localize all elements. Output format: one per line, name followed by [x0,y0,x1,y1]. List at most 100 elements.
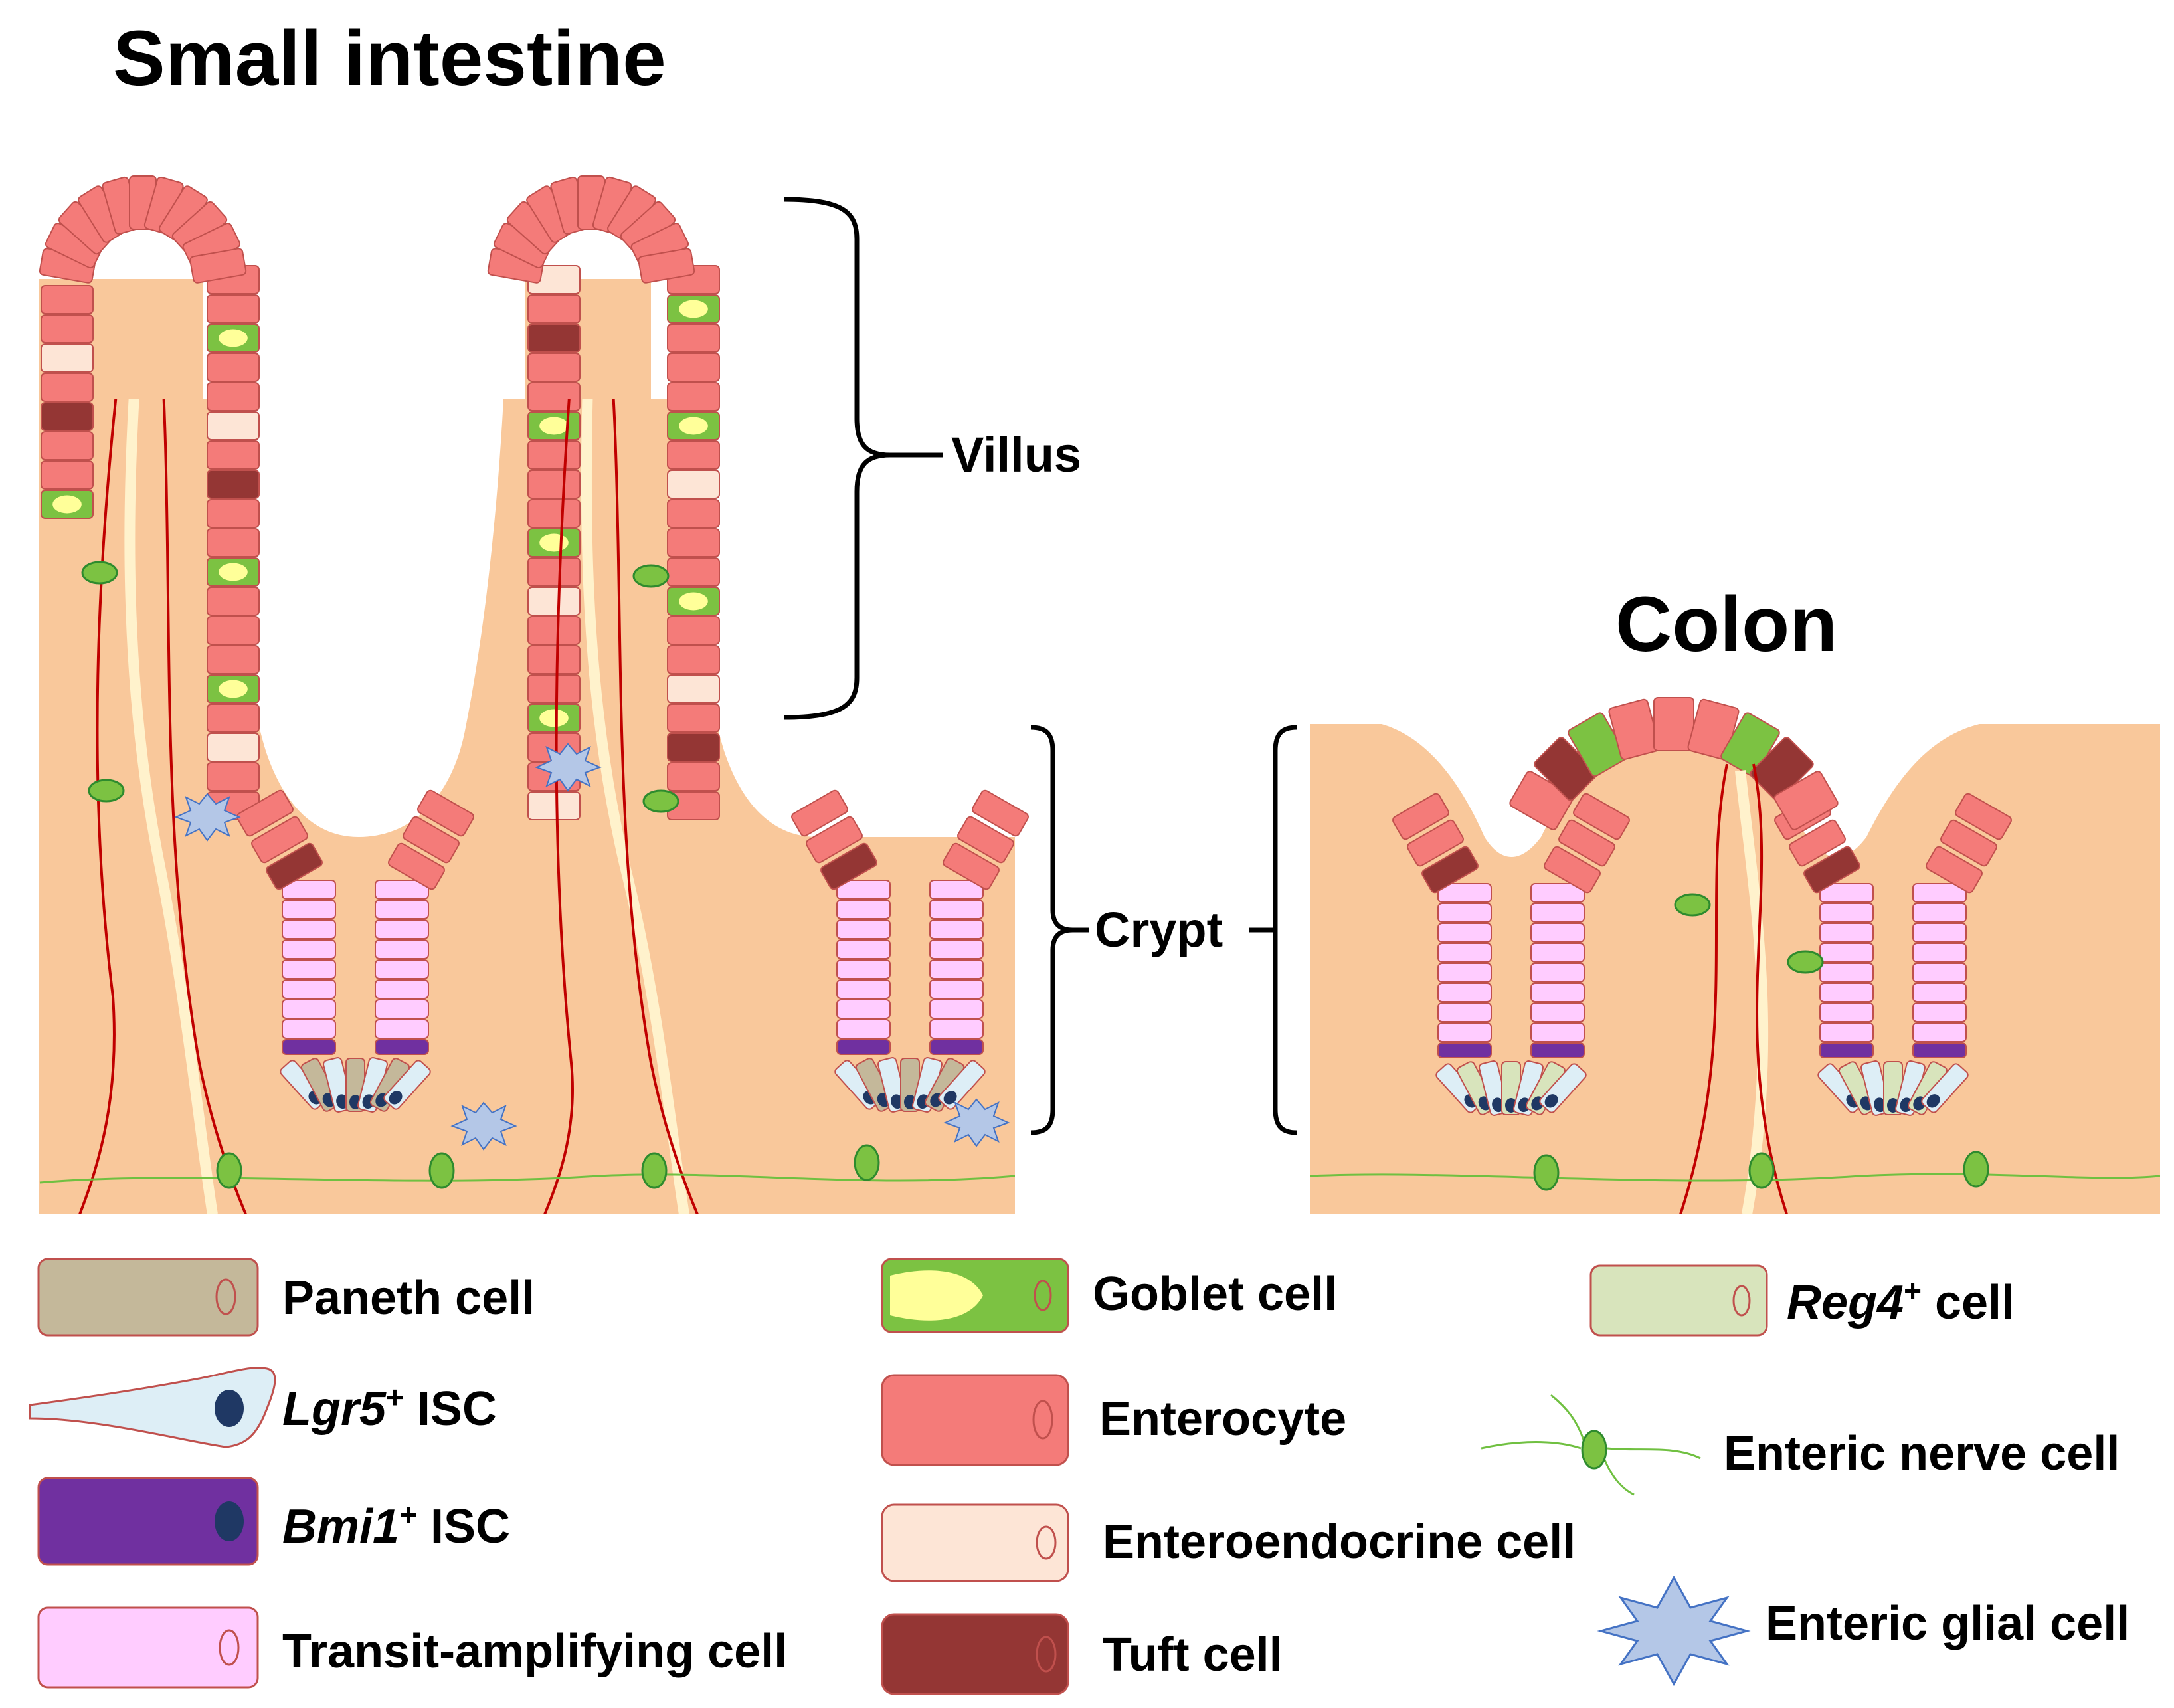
enterocyte [41,314,94,343]
transit-amplifying-cell [1437,903,1492,923]
transit-cell-swatch [37,1606,259,1689]
bmi1-cell-swatch [37,1477,259,1566]
transit-amplifying-cell [1437,883,1492,903]
transit-amplifying-cell [282,959,336,979]
transit-amplifying-cell [929,959,984,979]
enteroendocrine-cell [527,791,581,820]
transit-amplifying-cell [282,939,336,959]
small-intestine-title: Small intestine [113,15,666,102]
transit-amplifying-cell [282,919,336,939]
transit-amplifying-cell [1912,903,1967,923]
enteroendocrine-swatch [881,1503,1069,1582]
transit-amplifying-cell [282,900,336,919]
enterocyte [1789,819,1846,867]
bmi1-isc [1912,1042,1967,1058]
colon-vasculature [1310,763,2160,1214]
transit-amplifying-cell [1530,943,1585,963]
colon-panel: Colon [1310,581,2160,1214]
lacteal-1 [124,399,218,1214]
goblet-mucus [52,495,82,514]
nucleus-icon [1036,1525,1057,1560]
villus-1-core [80,199,203,864]
transit-amplifying-cell [1437,983,1492,1002]
nucleus-icon [1492,1097,1504,1113]
enterocyte [1407,819,1464,867]
transit-amplifying-cell [282,880,336,900]
transit-amplifying-cell [1530,1002,1585,1022]
goblet-mucus [539,709,569,727]
blood-vessel [162,399,247,1214]
transit-amplifying-cell [1912,963,1967,983]
enterocyte [667,324,720,353]
transit-amplifying-cell [282,979,336,999]
bmi1-isc [1530,1042,1585,1058]
blood-vessel [543,399,574,1214]
transit-amplifying-cell [1819,1022,1874,1042]
nerve-label: Enteric nerve cell [1724,1427,2120,1480]
transit-amplifying-cell [1912,883,1967,903]
transit-amplifying-cell [1530,963,1585,983]
enterocyte [251,816,308,864]
enteroendocrine-cell [667,674,720,704]
reg4-label: Reg4+ cell [1787,1274,2015,1329]
goblet-mucus [219,563,248,581]
enterocyte [207,499,260,528]
enterocyte [1955,793,2012,840]
legend: Paneth cell Lgr5+ ISC Bmi1+ ISC Transit-… [29,1258,2129,1695]
enterocyte [943,842,1000,890]
transit-amplifying-cell [929,900,984,919]
transit-amplifying-cell [282,999,336,1019]
lumen-gap-1 [219,279,508,837]
villus-bracket: Villus [783,197,1081,720]
legend-item-bmi1: Bmi1+ ISC [37,1477,510,1566]
transit-amplifying-cell [1819,963,1874,983]
enterocyte [236,789,294,837]
goblet-mucus [679,417,708,435]
transit-amplifying-cell [836,959,891,979]
transit-amplifying-cell [1437,943,1492,963]
transit-amplifying-cell [1819,943,1874,963]
tuft-cell [1803,846,1860,894]
enteric-glial-cell-icon [943,1098,1010,1147]
legend-item-nerve: Enteric nerve cell [1481,1394,2120,1496]
lacteal-2 [581,399,689,1214]
enteric-glial-cell-icon [535,743,602,792]
enteric-nerve-cell-icon [1787,950,1824,974]
enterocyte-swatch [881,1374,1069,1466]
enterocyte [667,528,720,557]
small-intestine-vasculature [39,399,1015,1214]
enteric-glial-cell-icon [174,793,241,842]
transit-amplifying-cell [836,919,891,939]
legend-item-lgr5: Lgr5+ ISC [29,1367,497,1448]
enterocyte [417,789,474,837]
enterocyte [638,248,695,284]
enteric-nerve-cell-icon [1533,1154,1560,1191]
enterocyte [667,645,720,674]
enteric-nerve-cell-icon [216,1152,242,1189]
transit-amplifying-cell [1819,1002,1874,1022]
small-intestine-nerve-cells [81,561,880,1189]
enteroendocrine-cell [527,587,581,616]
goblet-mucus [539,417,569,435]
nucleus-icon [1036,1636,1057,1673]
crypt-label: Crypt [1095,902,1223,957]
colon-title: Colon [1615,581,1837,668]
enterocyte [1926,846,1983,894]
lgr5-cell-swatch [29,1367,276,1448]
bmi1-label: Bmi1+ ISC [282,1497,510,1553]
enterocyte [527,557,581,587]
legend-item-glial: Enteric glial cell [1597,1575,2129,1687]
transit-label: Transit-amplifying cell [282,1625,787,1678]
colon-crypts [1392,697,2012,1116]
colon-lumen [1310,717,2160,857]
nucleus-icon [389,1091,403,1105]
transit-amplifying-cell [929,999,984,1019]
transit-amplifying-cell [836,900,891,919]
nucleus-icon [336,1094,349,1109]
nucleus-icon [1926,1094,1940,1108]
enterocyte [403,816,460,864]
tuft-cell [266,842,323,890]
enterocyte [41,460,94,490]
nucleus-icon [943,1091,957,1105]
